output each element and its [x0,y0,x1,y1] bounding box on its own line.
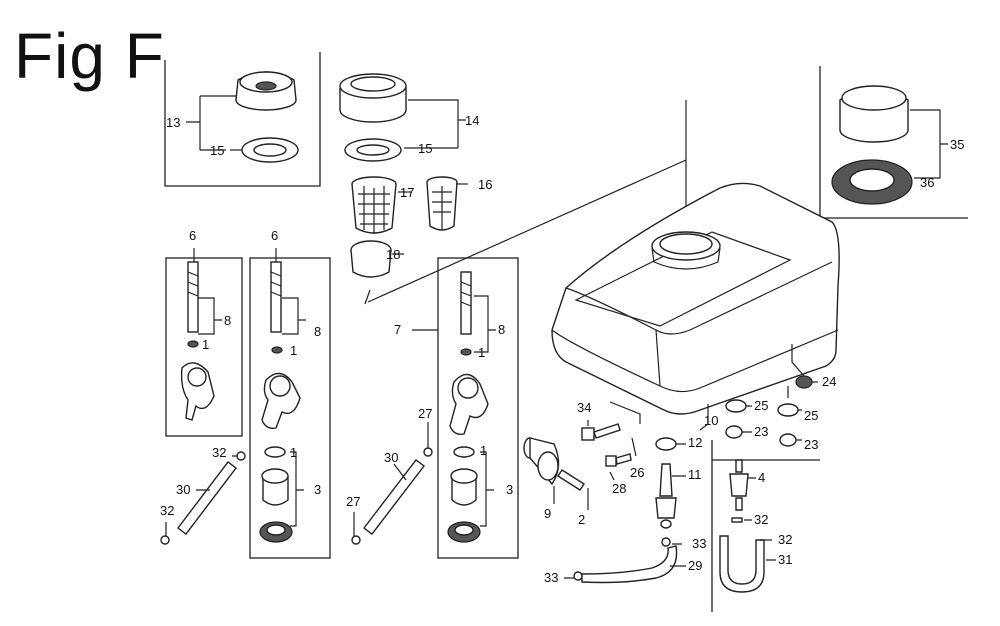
callout-12: 12 [688,435,703,450]
cap-box-right [819,66,968,219]
callout-11: 11 [688,467,702,482]
callout-23-b: 23 [804,437,819,452]
clip-33a [573,571,583,581]
valve-body-3b [447,446,481,543]
fuel-cap-13 [235,71,297,111]
callout-31: 31 [778,552,793,567]
callout-36: 36 [920,175,935,190]
callout-32-c: 32 [754,512,769,527]
fuel-strainer-11 [655,463,677,529]
fuel-tank-10 [551,182,840,431]
callout-25-b: 25 [804,408,819,423]
gasket-15b [344,138,402,162]
fuel-valve-9 [523,437,560,486]
fuel-cap-14 [339,73,407,123]
valve-kit-middle [249,248,331,559]
clip-33b [661,537,671,547]
callout-6-b: 6 [271,228,279,243]
callout-1-d: 1 [290,445,298,460]
callout-4: 4 [758,470,766,485]
callout-30: 30 [176,482,191,497]
callout-15: 15 [210,143,225,158]
collar-18 [350,240,392,278]
callout-24: 24 [822,374,837,389]
callout-8: 8 [224,313,232,328]
callout-13: 13 [166,115,181,130]
clip-27b [351,535,361,545]
fuel-tube-29 [581,545,678,584]
valve-lever-6a [180,261,215,421]
callout-35: 35 [950,137,965,152]
callout-25: 25 [754,398,769,413]
callout-7: 7 [394,322,402,337]
strainer-17 [351,176,397,234]
callout-17: 17 [400,185,415,200]
bolt-28 [605,453,632,467]
callout-10: 10 [704,413,719,428]
cap-box-left [164,52,321,187]
callout-29: 29 [688,558,703,573]
valve-kit-left [165,248,243,437]
screw-2 [557,469,585,491]
cap-assembly-middle [339,73,687,305]
fuel-filter-4 [729,459,749,511]
callout-27-b: 27 [346,494,361,509]
callout-26: 26 [630,465,645,480]
valve-lever-6b [261,261,301,430]
fuel-cap-35 [839,85,909,143]
callout-32-d: 32 [778,532,793,547]
callout-1-b: 1 [290,343,298,358]
valve-kit-right [412,257,519,559]
callout-28: 28 [612,481,627,496]
valve-lever-7 [449,271,489,436]
callout-32: 32 [212,445,227,460]
callout-8-b: 8 [314,324,322,339]
callout-32-b: 32 [160,503,175,518]
callout-33-b: 33 [692,536,707,551]
callout-3: 3 [314,482,322,497]
callout-3-b: 3 [506,482,514,497]
callout-2: 2 [578,512,586,527]
callout-14: 14 [465,113,480,128]
callout-1-e: 1 [480,443,488,458]
gasket-36 [831,159,913,205]
filler-neck [651,231,721,270]
clip-32c [731,517,743,523]
callout-18: 18 [386,247,401,262]
callout-33: 33 [544,570,559,585]
clip-32b [160,535,170,545]
callout-34: 34 [577,400,592,415]
callout-9: 9 [544,506,552,521]
callout-16: 16 [478,177,493,192]
callout-6: 6 [189,228,197,243]
lower-right-frame [711,440,820,612]
callout-8-c: 8 [498,322,506,337]
fuel-pipe-30b [363,459,425,535]
callout-23: 23 [754,424,769,439]
callout-30-b: 30 [384,450,399,465]
strainer-16 [426,176,458,231]
callout-15-b: 15 [418,141,433,156]
bolt-34 [581,423,621,441]
callout-1: 1 [202,337,210,352]
callout-27: 27 [418,406,433,421]
valve-body-3a [259,446,293,543]
callout-1-c: 1 [478,345,486,360]
fuel-pipe-30a [177,461,237,535]
figure-title: Fig F [14,20,165,92]
